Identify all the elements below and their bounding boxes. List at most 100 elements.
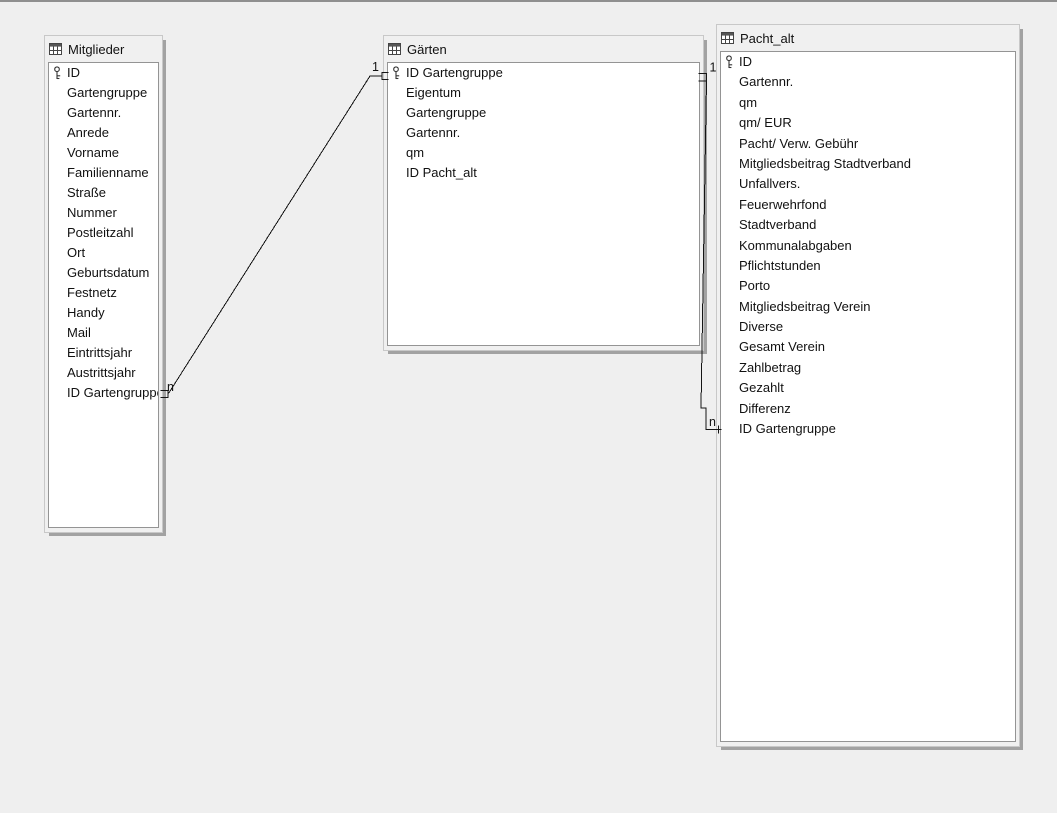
field-row[interactable]: Austrittsjahr bbox=[49, 363, 158, 383]
field-row[interactable]: Pflichtstunden bbox=[721, 256, 1015, 276]
cardinality-many-label: n bbox=[709, 415, 716, 429]
field-row[interactable]: Postleitzahl bbox=[49, 223, 158, 243]
field-label: Gezahlt bbox=[739, 380, 784, 396]
table-header-gaerten[interactable]: Gärten bbox=[384, 36, 703, 62]
field-label: Straße bbox=[67, 185, 107, 200]
field-label: ID Gartengruppe bbox=[739, 421, 836, 437]
field-label: Feuerwehrfond bbox=[739, 196, 827, 212]
field-label: Pflichtstunden bbox=[739, 257, 821, 273]
field-row[interactable]: qm bbox=[388, 143, 699, 163]
field-row[interactable]: Gartennr. bbox=[721, 72, 1015, 92]
field-label: Kommunalabgaben bbox=[739, 237, 852, 253]
field-label: Zahlbetrag bbox=[739, 359, 802, 375]
field-row[interactable]: Eintrittsjahr bbox=[49, 343, 158, 363]
field-label: Gartennr. bbox=[406, 125, 461, 140]
field-label: ID Gartengruppe bbox=[67, 385, 158, 400]
field-label: Vorname bbox=[67, 145, 120, 160]
field-row[interactable]: Gezahlt bbox=[721, 378, 1015, 398]
field-row[interactable]: ID Pacht_alt bbox=[388, 163, 699, 183]
field-label: Gesamt Verein bbox=[739, 339, 825, 355]
field-label: qm bbox=[739, 94, 758, 110]
field-row[interactable]: Unfallvers. bbox=[721, 174, 1015, 194]
field-label: Handy bbox=[67, 305, 105, 320]
field-row[interactable]: Diverse bbox=[721, 317, 1015, 337]
field-row[interactable]: Familienname bbox=[49, 163, 158, 183]
table-icon bbox=[388, 43, 401, 55]
relationship-line-mitglieder-gaerten[interactable]: 1 n bbox=[160, 60, 389, 398]
field-label: ID bbox=[739, 54, 752, 69]
field-row[interactable]: Pacht/ Verw. Gebühr bbox=[721, 134, 1015, 154]
field-label: Festnetz bbox=[67, 285, 117, 300]
field-row[interactable]: Gartennr. bbox=[49, 103, 158, 123]
field-row[interactable]: Zahlbetrag bbox=[721, 358, 1015, 378]
field-row[interactable]: Kommunalabgaben bbox=[721, 236, 1015, 256]
field-row[interactable]: Geburtsdatum bbox=[49, 263, 158, 283]
field-row[interactable]: Feuerwehrfond bbox=[721, 195, 1015, 215]
field-row[interactable]: Festnetz bbox=[49, 283, 158, 303]
field-row[interactable]: Porto bbox=[721, 276, 1015, 296]
field-label: qm/ EUR bbox=[739, 115, 792, 131]
field-row[interactable]: Anrede bbox=[49, 123, 158, 143]
field-row[interactable]: Gartengruppe bbox=[49, 83, 158, 103]
field-row[interactable]: ID bbox=[49, 63, 158, 83]
table-header-pacht-alt[interactable]: Pacht_alt bbox=[717, 25, 1019, 51]
field-label: ID Pacht_alt bbox=[406, 165, 477, 180]
field-label: Gartengruppe bbox=[406, 105, 487, 120]
field-label: Diverse bbox=[739, 319, 784, 335]
field-label: Stadtverband bbox=[739, 217, 817, 233]
primary-key-icon bbox=[392, 66, 401, 83]
field-row[interactable]: Stadtverband bbox=[721, 215, 1015, 235]
field-label: Geburtsdatum bbox=[67, 265, 150, 280]
field-row[interactable]: Nummer bbox=[49, 203, 158, 223]
table-header-mitglieder[interactable]: Mitglieder bbox=[45, 36, 162, 62]
field-label: qm bbox=[406, 145, 425, 160]
field-label: Ort bbox=[67, 245, 86, 260]
field-label: Gartengruppe bbox=[67, 85, 148, 100]
field-row[interactable]: qm bbox=[721, 93, 1015, 113]
field-row[interactable]: ID Gartengruppe bbox=[721, 419, 1015, 439]
field-row[interactable]: Mitgliedsbeitrag Verein bbox=[721, 297, 1015, 317]
field-label: Mail bbox=[67, 325, 91, 340]
cardinality-one-label: 1 bbox=[372, 60, 379, 74]
field-row[interactable]: ID Gartengruppe bbox=[49, 383, 158, 403]
primary-key-icon bbox=[725, 55, 734, 72]
field-row[interactable]: qm/ EUR bbox=[721, 113, 1015, 133]
field-row[interactable]: Eigentum bbox=[388, 83, 699, 103]
field-row[interactable]: Vorname bbox=[49, 143, 158, 163]
field-label: Eintrittsjahr bbox=[67, 345, 133, 360]
field-row[interactable]: Straße bbox=[49, 183, 158, 203]
field-label: Postleitzahl bbox=[67, 225, 134, 240]
table-icon bbox=[721, 32, 734, 44]
field-label: Gartennr. bbox=[739, 74, 794, 90]
field-label: Eigentum bbox=[406, 85, 461, 100]
cardinality-many-label: n bbox=[167, 380, 174, 394]
field-label: Mitgliedsbeitrag Verein bbox=[739, 298, 871, 314]
field-row[interactable]: Handy bbox=[49, 303, 158, 323]
field-label: Austrittsjahr bbox=[67, 365, 136, 380]
field-label: Familienname bbox=[67, 165, 149, 180]
field-label: Gartennr. bbox=[67, 105, 122, 120]
field-row[interactable]: Gartennr. bbox=[388, 123, 699, 143]
field-label: ID bbox=[67, 65, 80, 80]
field-row[interactable]: Mail bbox=[49, 323, 158, 343]
table-title: Mitglieder bbox=[68, 41, 125, 57]
table-title: Pacht_alt bbox=[740, 30, 795, 46]
field-label: Mitgliedsbeitrag Stadtverband bbox=[739, 155, 911, 171]
field-row[interactable]: Mitgliedsbeitrag Stadtverband bbox=[721, 154, 1015, 174]
field-label: Differenz bbox=[739, 400, 791, 416]
table-title: Gärten bbox=[407, 41, 447, 57]
field-row[interactable]: ID bbox=[721, 52, 1015, 72]
field-row[interactable]: Ort bbox=[49, 243, 158, 263]
field-row[interactable]: Gartengruppe bbox=[388, 103, 699, 123]
field-row[interactable]: Gesamt Verein bbox=[721, 337, 1015, 357]
field-label: Porto bbox=[739, 278, 771, 294]
field-row[interactable]: ID Gartengruppe bbox=[388, 63, 699, 83]
primary-key-icon bbox=[53, 66, 62, 83]
field-row[interactable]: Differenz bbox=[721, 399, 1015, 419]
